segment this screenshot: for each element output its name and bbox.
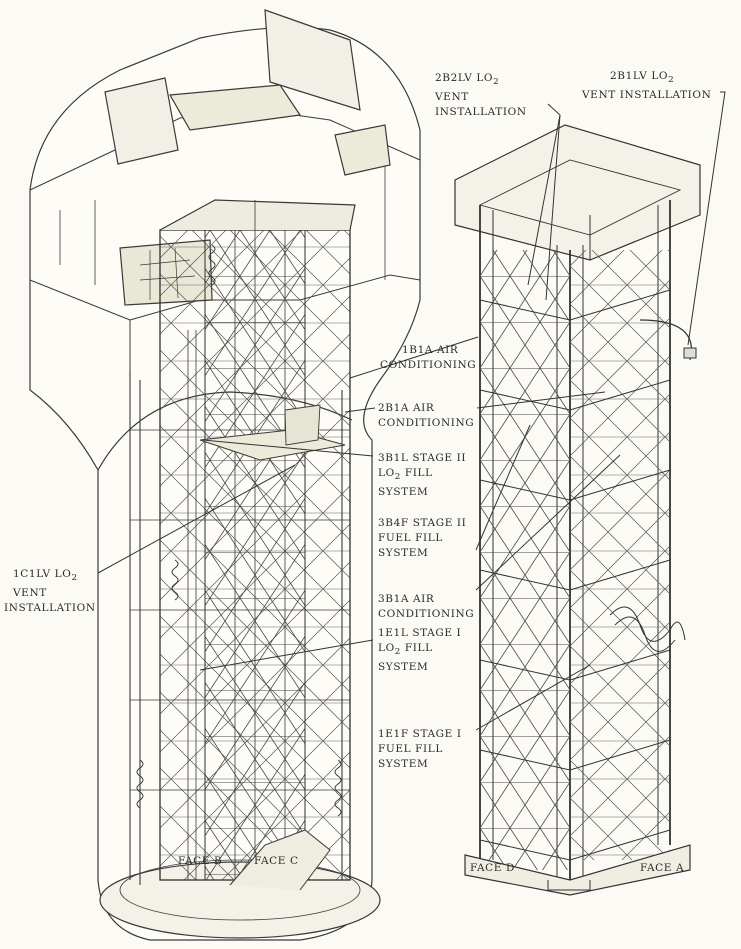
label-subscript: 2: [394, 472, 401, 483]
label-line: SYSTEM: [378, 661, 429, 674]
label-3b4f-stage2-fuel-fill: 3B4F STAGE II FUEL FILL SYSTEM: [378, 516, 466, 561]
leader-2b2lv-b: [545, 114, 561, 301]
silo-cutaway: [29, 9, 421, 941]
leader-3b1l: [202, 439, 374, 457]
label-line: 3B1L STAGE II: [378, 452, 467, 464]
label-line: 1E1L STAGE I: [378, 627, 462, 639]
label-line: INSTALLATION: [4, 602, 96, 615]
label-line: SYSTEM: [378, 758, 429, 770]
face-c-label: FACE C: [254, 855, 299, 867]
face-b-label: FACE B: [178, 855, 223, 867]
label-1b1a-air-conditioning: 1B1A AIR CONDITIONING: [380, 343, 476, 373]
leader-1c1lv: [97, 464, 296, 574]
label-line: SYSTEM: [378, 486, 429, 499]
label-line: 1B1A AIR: [402, 344, 459, 356]
leader-2b1lv: [687, 91, 726, 346]
label-line: CONDITIONING: [378, 608, 475, 620]
label-line: CONDITIONING: [378, 417, 475, 429]
label-line: FILL: [400, 467, 433, 479]
label-line: FUEL FILL: [378, 743, 443, 755]
label-line: 2B1LV LO: [610, 70, 669, 82]
label-1e1f-stage1-fuel-fill: 1E1F STAGE I FUEL FILL SYSTEM: [378, 727, 462, 772]
label-line: 2B1A AIR: [378, 402, 435, 414]
label-line: INSTALLATION: [435, 106, 527, 119]
label-subscript: 2: [493, 77, 500, 88]
label-1c1lv-lo2-vent: 1C1LV LO2 VENT INSTALLATION: [4, 567, 96, 616]
label-line: FUEL FILL: [378, 532, 443, 544]
leader-2b1a-b: [344, 407, 376, 413]
face-a-label: FACE A: [640, 862, 685, 874]
label-subscript: 2: [668, 75, 675, 86]
label-3b1a-air-conditioning: 3B1A AIR CONDITIONING: [378, 592, 474, 622]
label-3b1l-stage2-lo2-fill: 3B1L STAGE II LO2 FILL SYSTEM: [378, 451, 466, 500]
label-line: 2B2LV LO: [435, 72, 494, 84]
label-subscript: 2: [394, 647, 401, 658]
label-line: LO: [378, 642, 395, 654]
label-subscript: 2: [71, 573, 78, 584]
label-1e1l-stage1-lo2-fill: 1E1L STAGE I LO2 FILL SYSTEM: [378, 626, 461, 675]
label-line: 3B1A AIR: [378, 593, 435, 605]
label-line: LO: [378, 467, 395, 479]
label-2b1lv-lo2-vent: 2B1LV LO2 VENT INSTALLATION: [582, 69, 711, 103]
leader-1e1l: [199, 639, 374, 671]
label-line: SYSTEM: [378, 547, 429, 559]
leader-lines: [97, 91, 726, 731]
label-line: 3B4F STAGE II: [378, 517, 467, 529]
leader-3b4f: [475, 424, 531, 551]
label-line: 1E1F STAGE I: [378, 728, 462, 740]
label-line: FILL: [400, 642, 433, 654]
leader-2b1a-a: [476, 391, 606, 409]
label-line: VENT: [13, 587, 47, 600]
label-line: 1C1LV LO: [13, 568, 72, 580]
label-line: VENT INSTALLATION: [582, 89, 712, 102]
leader-3b1a: [475, 454, 621, 591]
label-2b2lv-lo2-vent: 2B2LV LO2 VENT INSTALLATION: [435, 71, 527, 120]
label-line: CONDITIONING: [380, 359, 477, 371]
right-tower: [454, 124, 701, 896]
face-d-label: FACE D: [470, 862, 516, 874]
leader-1b1a: [349, 336, 479, 379]
label-2b1a-air-conditioning: 2B1A AIR CONDITIONING: [378, 401, 474, 431]
leader-1e1f: [475, 664, 591, 731]
label-line: VENT: [435, 91, 469, 104]
